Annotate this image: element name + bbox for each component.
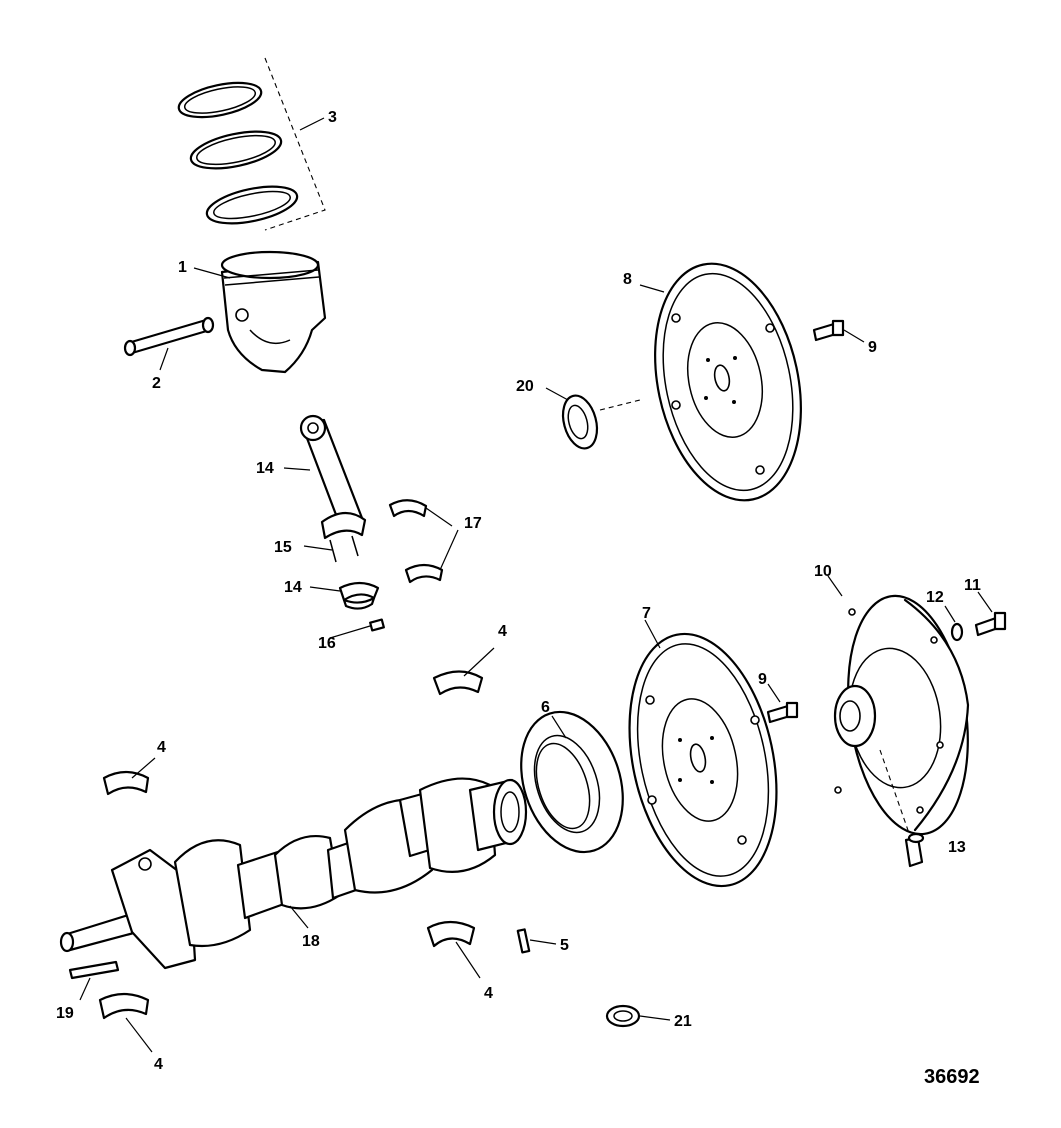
callout-14-bearing: 14	[284, 579, 302, 596]
callout-8: 8	[623, 271, 632, 288]
callout-11: 11	[964, 577, 981, 594]
balancer-bolt	[950, 611, 1007, 642]
callout-6: 6	[541, 699, 550, 716]
callout-7: 7	[642, 605, 651, 622]
callout-16: 16	[318, 635, 336, 652]
callout-19: 19	[56, 1005, 74, 1022]
callout-4-upper: 4	[498, 623, 507, 640]
washer	[605, 1004, 641, 1028]
callout-13: 13	[948, 839, 966, 856]
piston-rings	[177, 57, 326, 231]
callout-17: 17	[464, 515, 482, 532]
callout-labels: 1 2 3 14 15 17 14 16 4 4 4 4 19 18 5 6 7…	[56, 109, 981, 1073]
callout-1: 1	[178, 259, 187, 276]
leader-lines	[79, 117, 993, 1053]
callout-18: 18	[302, 933, 320, 950]
callout-2: 2	[152, 375, 161, 392]
piston-pin	[123, 316, 215, 357]
balancer-fitting	[879, 749, 925, 868]
callout-4-lower: 4	[484, 985, 493, 1002]
rear-main-seal	[520, 710, 624, 854]
flexplate-bolts	[766, 319, 845, 724]
callout-3: 3	[328, 109, 337, 126]
callout-5: 5	[560, 937, 569, 954]
callout-4-left: 4	[157, 739, 166, 756]
callout-12: 12	[926, 589, 944, 606]
callout-20: 20	[516, 378, 534, 395]
callout-4-bottom: 4	[154, 1056, 163, 1073]
callout-21: 21	[674, 1013, 692, 1030]
callout-9-lower: 9	[758, 671, 767, 688]
spacer-ring	[561, 394, 599, 450]
harmonic-balancer	[833, 594, 970, 836]
flexplate-upper	[599, 262, 802, 502]
crankshaft	[59, 777, 528, 970]
callout-9-upper: 9	[868, 339, 877, 356]
crank-key	[68, 960, 120, 980]
piston	[220, 250, 327, 374]
flexplate-lower	[628, 632, 778, 888]
callout-15: 15	[274, 539, 292, 556]
figure-number: 36692	[924, 1066, 980, 1088]
callout-10: 10	[814, 563, 832, 580]
rod-bearings	[338, 499, 444, 632]
callout-14-rod: 14	[256, 460, 274, 477]
connecting-rod	[299, 414, 367, 563]
main-bearings	[98, 670, 531, 1020]
